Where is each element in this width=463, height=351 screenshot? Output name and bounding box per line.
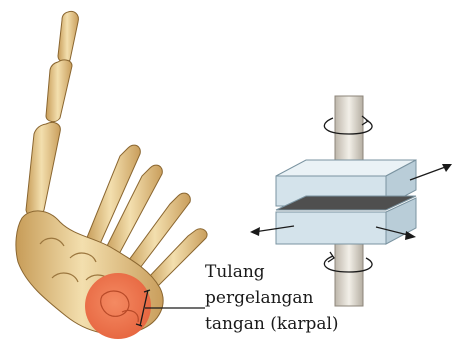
label-line-3: tangan (karpal)	[205, 314, 339, 334]
hand-skeleton-icon	[16, 11, 207, 339]
saddle-joint-model-icon	[276, 96, 416, 306]
label-line-1: Tulang	[205, 262, 265, 282]
carpal-highlight	[85, 273, 151, 339]
label-line-2: pergelangan	[205, 288, 314, 308]
